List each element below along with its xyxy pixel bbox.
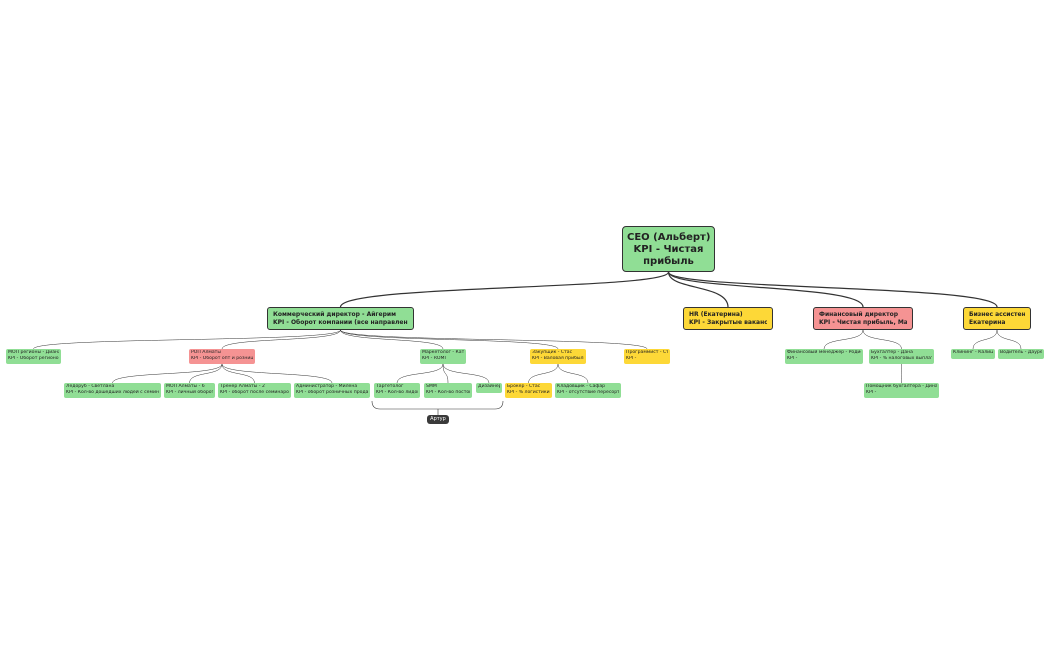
node-ceo-line-2: KPI - Чистая [633,244,704,255]
node-ceo-line-1: CEO (Альберт) [627,232,710,243]
link-commercial-programmer [340,329,648,350]
link-rop-almaty-admin [221,363,333,384]
node-accountant[interactable]: Бухгалтер - Дана KPI - % налоговых выпла… [869,349,934,364]
node-fin-manager-line-1: Финансовый менеджер - Родион [787,350,861,355]
node-programmer[interactable]: Программист - Стас KPI - [624,349,670,364]
link-commercial-rop-almaty [221,329,341,350]
link-marketer-smm [442,363,449,384]
node-asst-accountant-line-2: KPI - [866,390,877,395]
node-programmer-line-1: Программист - Стас [626,350,668,355]
link-commercial-purchasing [340,329,559,350]
node-trainer[interactable]: Тренер Алматы - 2 KPI - оборот после сем… [218,383,291,398]
group-label-text: Артур [430,416,446,422]
link-assistant-client [972,329,998,350]
node-rop-almaty-line-2: KPI - Оборот опт и розница [191,356,253,361]
node-hr-line-1: HR (Екатерина) [689,311,743,318]
node-administrator[interactable]: Администратор - Милена KPI - оборот розн… [294,383,370,398]
link-root-commercial [339,271,670,308]
node-designer-line-1: Дизайнер [478,384,500,389]
link-assistant-driver [996,329,1022,350]
node-ledorub[interactable]: Ледоруб - Светлана KPI - Кол-во дошедших… [64,383,161,398]
link-marketer-designer [442,363,490,384]
link-root-finance [667,271,864,308]
link-purchasing-broker [528,363,559,384]
link-rop-almaty-trainer [221,363,255,384]
node-designer[interactable]: Дизайнер [476,383,502,393]
node-commercial-line-2: KPI - Оборот компании (все направления) [273,319,408,326]
node-purchasing-line-1: Закупщик - Стас [532,350,573,355]
node-smm-line-2: KPI - Кол-во постов [426,390,470,395]
link-finance-accountant [862,329,902,350]
node-mop-regions-line-2: KPI - Оборот регионов [8,356,59,361]
node-targetolog-line-2: KPI - Кол-во лидов [376,390,418,395]
node-financial-manager[interactable]: Финансовый менеджер - Родион KPI - [785,349,863,364]
node-trainer-line-2: KPI - оборот после семинаров [220,390,289,395]
node-targetolog-line-1: Таргетолог [376,384,404,389]
node-accountant-line-2: KPI - % налоговых выплат [871,356,932,361]
node-finance-line-2: KPI - Чистая прибыль, Маржа [819,319,907,326]
link-commercial-marketer [340,329,444,350]
node-commercial-line-1: Коммерческий директор - Айгерим [273,311,397,318]
node-asst-accountant-line-1: Помощник бухгалтера - Динара [866,384,937,389]
node-business-assistant[interactable]: Бизнес асcистент Екатерина [963,307,1031,330]
node-marketer[interactable]: Маркетолог - Катя KPI - ROMI [420,349,466,364]
node-driver[interactable]: Водитель - Даурен [998,349,1044,359]
node-trainer-line-1: Тренер Алматы - 2 [220,384,265,389]
node-mop-almaty-line-1: МОП Алматы - 6 [166,384,205,389]
node-hr-line-2: KPI - Закрытые вакансии [689,319,767,326]
node-broker-line-1: Брокер - Стас [507,384,541,389]
link-root-hr [667,271,729,308]
node-mop-almaty[interactable]: МОП Алматы - 6 KPI - личный оборот [164,383,215,398]
group-label-artur[interactable]: Артур [427,415,449,424]
node-cleaning-line-1: Клининг - Калиша [953,350,993,355]
node-broker-line-2: KPI - % логистики [507,390,550,395]
node-broker[interactable]: Брокер - Стас KPI - % логистики [505,383,552,398]
link-purchasing-storekeeper [557,363,589,384]
node-commercial-director[interactable]: Коммерческий директор - Айгерим KPI - Об… [267,307,414,330]
node-storekeeper-line-2: KPI - отсутствие пересорта [557,390,619,395]
group-bracket [371,400,504,410]
node-rop-almaty[interactable]: РОП Алматы KPI - Оборот опт и розница [189,349,255,364]
node-accountant-line-1: Бухгалтер - Дана [871,350,913,355]
node-mop-regions[interactable]: МОП регионы - Диана KPI - Оборот регионо… [6,349,61,364]
node-rop-almaty-line-1: РОП Алматы [191,350,221,355]
node-storekeeper-line-1: Кладовщик - Сафар [557,384,606,389]
node-ledorub-line-2: KPI - Кол-во дошедших людей с семинара [66,390,159,395]
node-assistant-line-1: Бизнес асcистент [969,311,1025,318]
node-ceo-line-3: прибыль [643,256,694,267]
node-assistant-accountant[interactable]: Помощник бухгалтера - Динара KPI - [864,383,939,398]
link-marketer-targetolog [396,363,444,384]
node-hr[interactable]: HR (Екатерина) KPI - Закрытые вакансии [683,307,773,330]
node-marketer-line-1: Маркетолог - Катя [422,350,464,355]
node-purchasing[interactable]: Закупщик - Стас KPI - Валовая прибыль [530,349,586,364]
node-fin-manager-line-2: KPI - [787,356,798,361]
node-admin-line-2: KPI - оборот розничных продаж [296,390,368,395]
node-ledorub-line-1: Ледоруб - Светлана [66,384,115,389]
node-smm[interactable]: SMM KPI - Кол-во постов [424,383,472,398]
link-rop-almaty-mop-almaty [189,363,223,384]
node-driver-line-1: Водитель - Даурен [1000,350,1042,355]
node-cleaning[interactable]: Клининг - Калиша [951,349,995,359]
node-marketer-line-2: KPI - ROMI [422,356,446,361]
node-programmer-line-2: KPI - [626,356,637,361]
node-assistant-line-2: Екатерина [969,319,1006,326]
node-smm-line-1: SMM [426,384,437,389]
node-mop-almaty-line-2: KPI - личный оборот [166,390,213,395]
node-storekeeper[interactable]: Кладовщик - Сафар KPI - отсутствие перес… [555,383,621,398]
link-root-assistant [667,271,998,308]
node-ceo[interactable]: CEO (Альберт) KPI - Чистая прибыль [622,226,715,272]
node-mop-regions-line-1: МОП регионы - Диана [8,350,59,355]
link-commercial-mop-regions [33,329,341,350]
node-finance-director[interactable]: Финансовый директор KPI - Чистая прибыль… [813,307,913,330]
node-targetolog[interactable]: Таргетолог KPI - Кол-во лидов [374,383,420,398]
link-finance-fin-manager [823,329,864,350]
node-admin-line-1: Администратор - Милена [296,384,358,389]
node-purchasing-line-2: KPI - Валовая прибыль [532,356,584,361]
link-rop-almaty-ledorub [112,363,223,384]
node-finance-line-1: Финансовый директор [819,311,899,318]
